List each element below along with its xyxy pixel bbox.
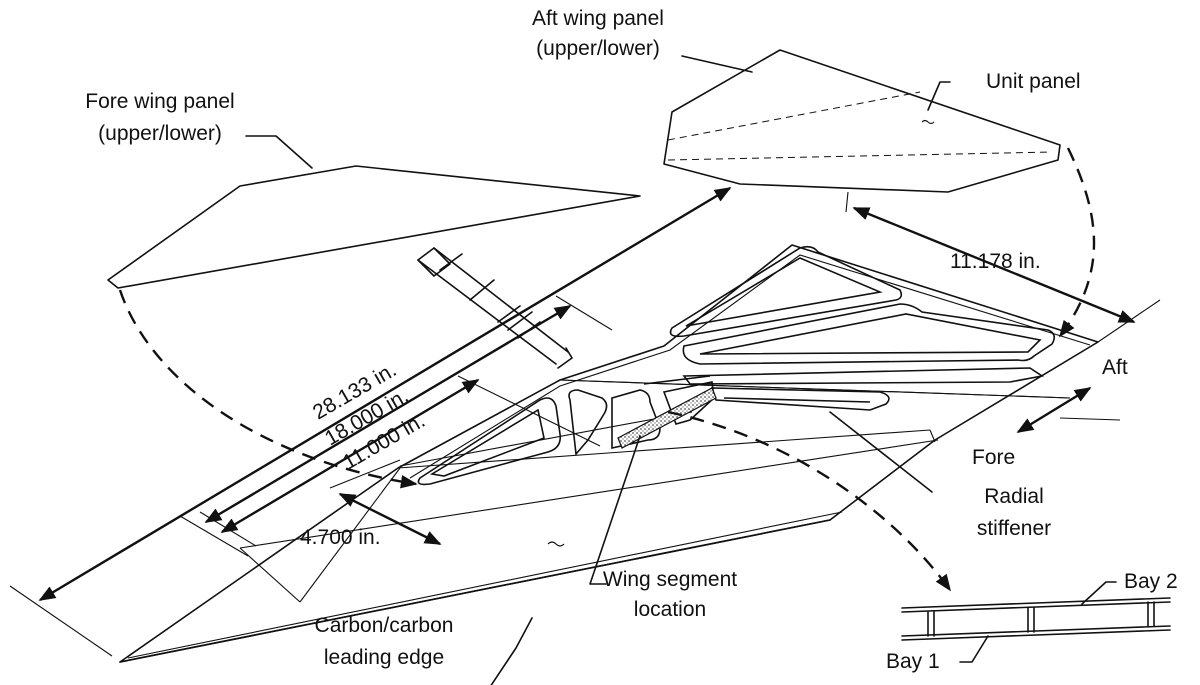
leading-edge-label-1: Carbon/carbon — [315, 614, 454, 637]
fore-label: Fore — [972, 446, 1015, 469]
fore-panel-label-2: (upper/lower) — [98, 122, 222, 145]
leader-lines — [490, 411, 933, 685]
dim-11178-label: 11.178 in. — [950, 250, 1041, 273]
wing-box — [119, 244, 1099, 663]
fore-panel-leader — [245, 135, 313, 169]
radial-stiffener-label-1: Radial — [984, 485, 1044, 508]
leading-edge-label-2: leading edge — [324, 646, 444, 669]
fore-panel-assembly-arrow — [118, 289, 418, 489]
fore-aft-arrow — [1016, 386, 1092, 434]
radial-stiffener-label-2: stiffener — [977, 517, 1051, 540]
wing-segment-label-2: location — [634, 598, 706, 621]
aft-panel-label-1: Aft wing panel — [532, 7, 664, 30]
bay2-label: Bay 2 — [1124, 570, 1178, 593]
fore-panel-label-1: Fore wing panel — [85, 90, 234, 113]
bay1-label: Bay 1 — [886, 650, 940, 673]
dim-4700-line — [338, 492, 442, 546]
fore-wing-panel — [107, 135, 641, 289]
radial-stiffener-leader — [829, 411, 933, 493]
wing-segment-leader — [589, 435, 641, 585]
bay1-leader — [959, 635, 989, 663]
aft-panel-leader — [681, 55, 753, 73]
dim-4700-label: 4.700 in. — [300, 526, 381, 549]
dim-11178-line — [852, 206, 1136, 324]
wing-segment-stipple — [617, 387, 717, 449]
dim-11000-line — [220, 378, 480, 534]
bay-detail — [901, 581, 1171, 663]
unit-panel-label: Unit panel — [986, 70, 1081, 93]
aft-wing-panel — [663, 49, 1061, 193]
aft-panel-label-2: (upper/lower) — [536, 37, 660, 60]
aft-panel-assembly-arrow — [1058, 147, 1096, 338]
unit-panel-leader — [927, 81, 951, 111]
dimension-lines — [9, 186, 1161, 657]
labels: Aft wing panel (upper/lower) Fore wing p… — [85, 7, 1177, 673]
leading-edge-leader — [490, 617, 533, 685]
segment-detail-arrow — [667, 410, 951, 592]
bay2-leader — [1081, 581, 1117, 605]
aft-label: Aft — [1102, 356, 1128, 379]
wing-segment-label-1: Wing segment — [603, 568, 737, 591]
